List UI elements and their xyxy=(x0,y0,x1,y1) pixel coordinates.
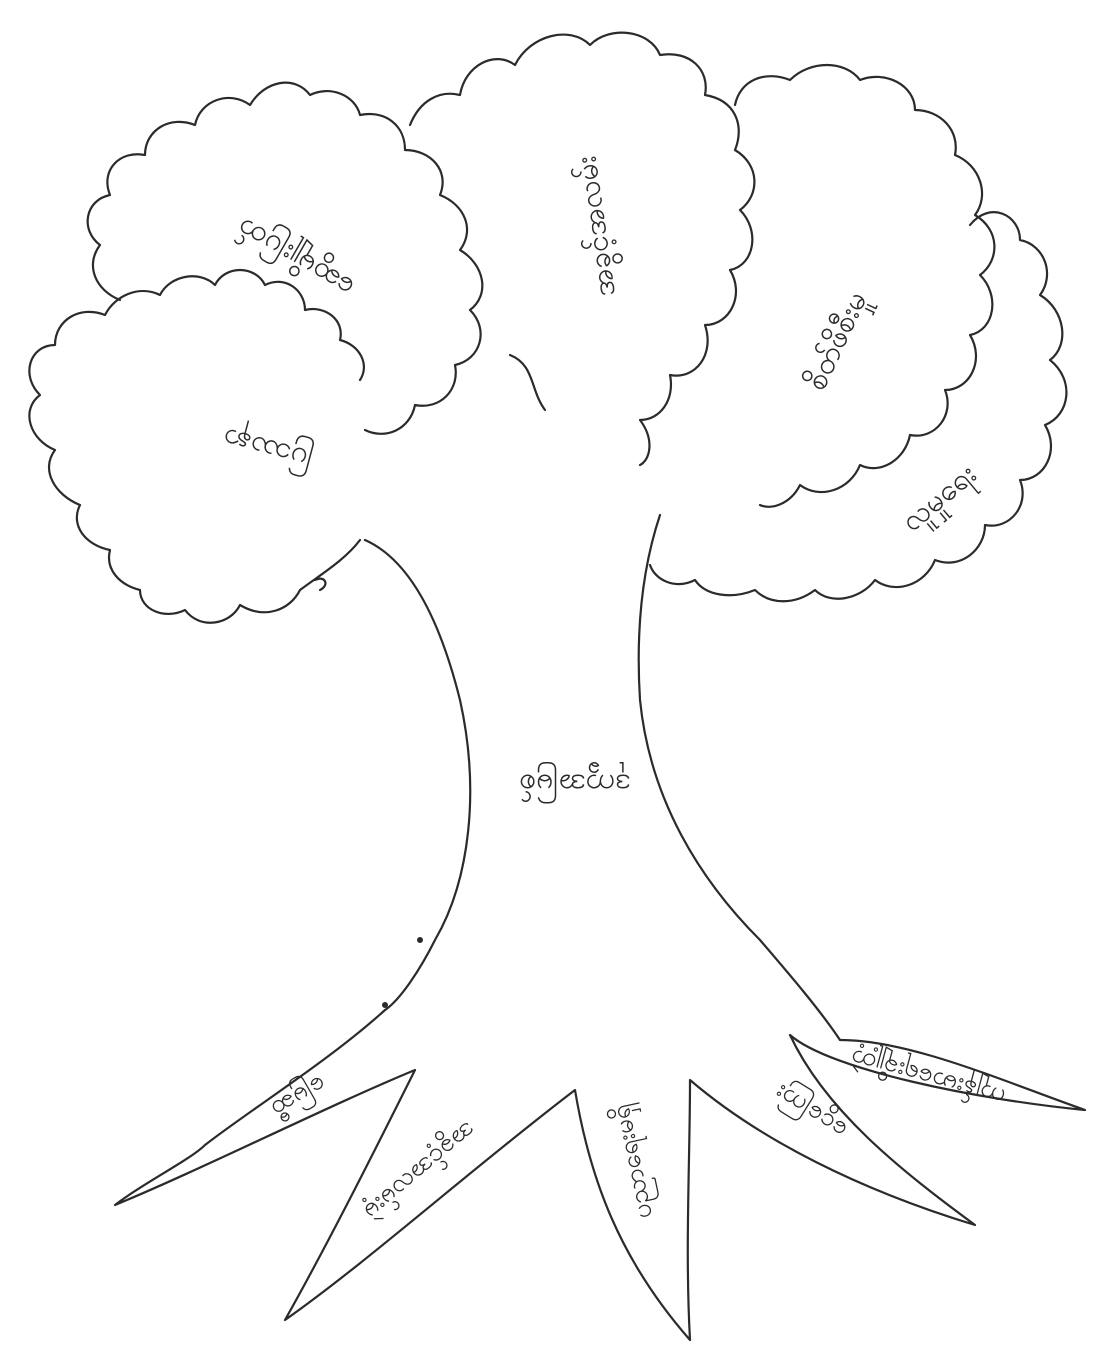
leaf-cloud-upper-left xyxy=(86,81,484,435)
tree-trunk xyxy=(363,513,842,1042)
root-label-5: ကျန်းမာရေးချို့တဲ့ xyxy=(847,1038,1010,1114)
leaf-label-left: ပြဿနာ xyxy=(218,415,317,480)
leaf-cloud-top xyxy=(408,31,756,467)
root-label-1: မြေဆီ xyxy=(263,1065,333,1127)
tree-roots xyxy=(113,1008,1087,1342)
leaf-cloud-right xyxy=(733,63,996,508)
root-label-2: အခွင့်အလမ်းမဲ့ xyxy=(355,1112,484,1228)
leaf-label-right-back: လူမှုရေး xyxy=(895,457,988,544)
leaf-label-upper-left: ဆွေမျိုးပြတ် xyxy=(230,206,363,308)
leaf-cloud-left xyxy=(28,269,366,624)
root-label-3: ပညာရေးမရှိ xyxy=(604,1101,663,1222)
leaf-label-right: စိတ်ဖိစီးမှု xyxy=(798,286,879,398)
leaf-label-top: အခွင့်အလမ်း xyxy=(568,153,628,299)
trunk-label: ဒုက္ခအမြစ် xyxy=(519,761,631,804)
leaf-cloud-right-back xyxy=(648,211,1068,603)
